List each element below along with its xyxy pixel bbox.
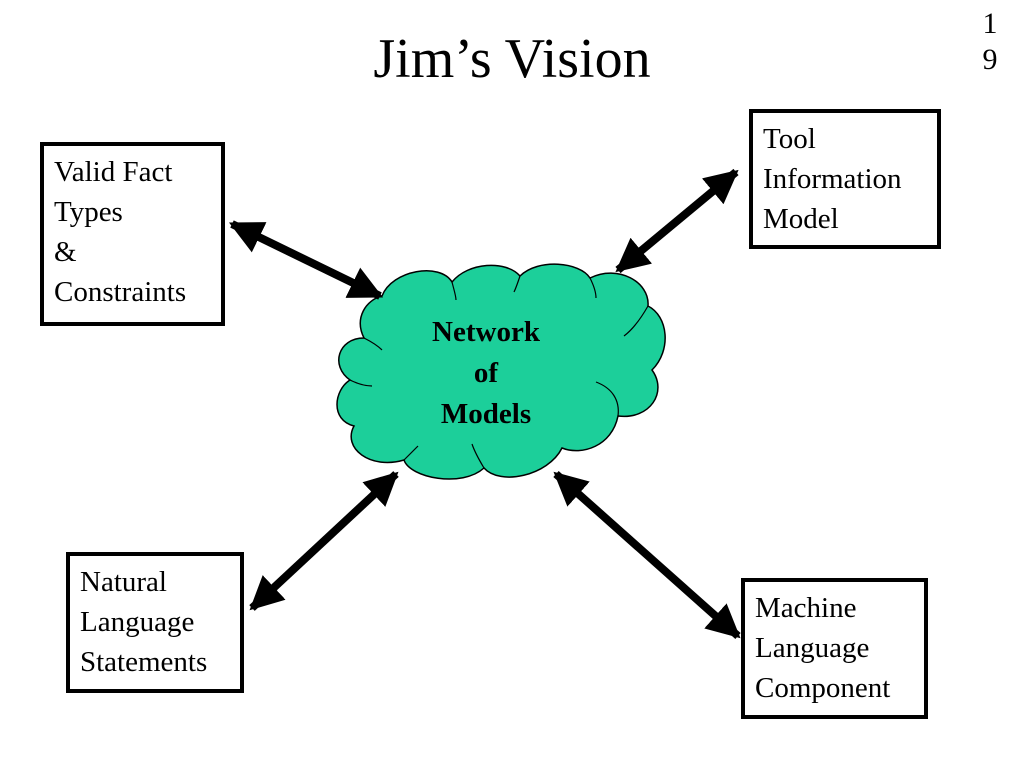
node-label-line: Natural: [80, 566, 167, 598]
cloud-label-line: Network: [432, 316, 540, 348]
slide-number-digit-1: 1: [982, 7, 998, 40]
cloud-shape: [336, 263, 666, 480]
node-label-line: Constraints: [54, 276, 187, 308]
cloud-contour: [623, 305, 649, 337]
node-label-line: Machine: [755, 592, 857, 624]
network-of-models-label: Network of Models: [386, 312, 586, 435]
node-machine-language-component: Machine Language Component: [741, 578, 928, 719]
cloud-contour: [513, 275, 521, 293]
cloud-contour: [595, 381, 619, 417]
node-natural-language-statements: Natural Language Statements: [66, 552, 244, 693]
node-label-line: &: [54, 236, 77, 268]
node-valid-fact-types: Valid Fact Types & Constraints: [40, 142, 225, 326]
node-label-line: Model: [763, 203, 839, 235]
node-label-line: Valid Fact: [54, 156, 173, 188]
cloud-contour: [363, 337, 383, 351]
slide-title: Jim’s Vision: [373, 28, 651, 90]
arrow-tool-info-to-network: [615, 168, 739, 274]
node-label-line: Information: [763, 163, 902, 195]
cloud-contour: [349, 379, 373, 387]
node-label-line: Language: [80, 606, 195, 638]
node-label-line: Language: [755, 632, 870, 664]
arrow-valid-fact-to-network: [228, 220, 384, 300]
node-label-line: Types: [54, 196, 123, 228]
cloud-contour: [471, 443, 485, 469]
cloud-label-line: of: [473, 357, 499, 389]
arrow-machine-language-to-network: [553, 471, 741, 639]
node-tool-information-model: Tool Information Model: [749, 109, 941, 249]
slide-number: 1 9: [972, 6, 1008, 78]
arrow-natural-language-to-network: [249, 471, 399, 611]
cloud-label-line: Models: [440, 398, 532, 430]
node-label-line: Component: [755, 672, 891, 704]
cloud-contour: [451, 281, 457, 301]
cloud-contour: [589, 277, 597, 299]
node-label-line: Tool: [763, 123, 816, 155]
slide-number-digit-2: 9: [982, 43, 998, 76]
node-label-line: Statements: [80, 646, 208, 678]
cloud-contour: [403, 445, 419, 461]
